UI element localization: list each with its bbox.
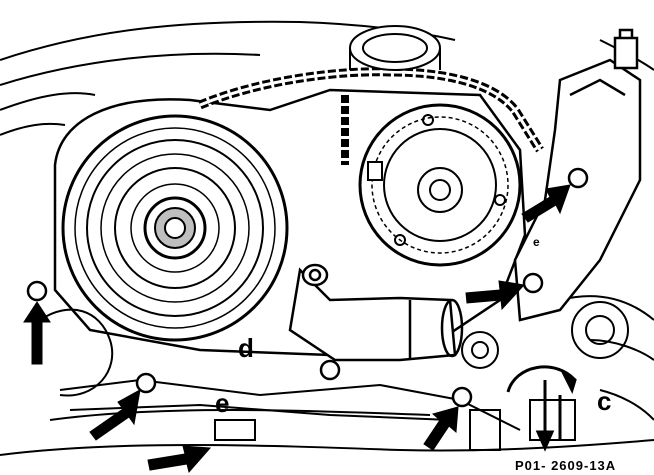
arrow-up-left [23,301,51,365]
arrow-mid-right [465,280,525,311]
bolt-lower-left [135,372,157,394]
rotation-arrow [506,365,577,452]
label-e-small: e [533,235,540,249]
chain-tensioner [349,25,441,71]
arrow-bottom-left [147,445,212,474]
crankshaft-pulley [61,114,289,342]
arrow-upper-right [521,184,571,223]
engine-block-outline [0,20,654,456]
bolt-upper-right [567,167,589,189]
bolt-left [26,280,48,302]
label-e: e [215,388,229,418]
camshaft-sprocket [358,103,522,267]
timing-chain [198,67,544,165]
label-d: d [238,333,254,363]
label-c: c [597,386,611,416]
pointer-arrows [23,184,571,474]
reference-code: P01- 2609-13A [515,458,616,473]
bolt-elbow [319,359,341,381]
bolt-mid-right [522,272,544,294]
arrow-lower-left [89,389,141,441]
arrow-lower-center [423,406,459,451]
right-bracket [513,28,642,322]
hex-bolts [26,167,589,408]
bolt-lower-center [451,386,473,408]
coolant-pipe [288,263,464,362]
